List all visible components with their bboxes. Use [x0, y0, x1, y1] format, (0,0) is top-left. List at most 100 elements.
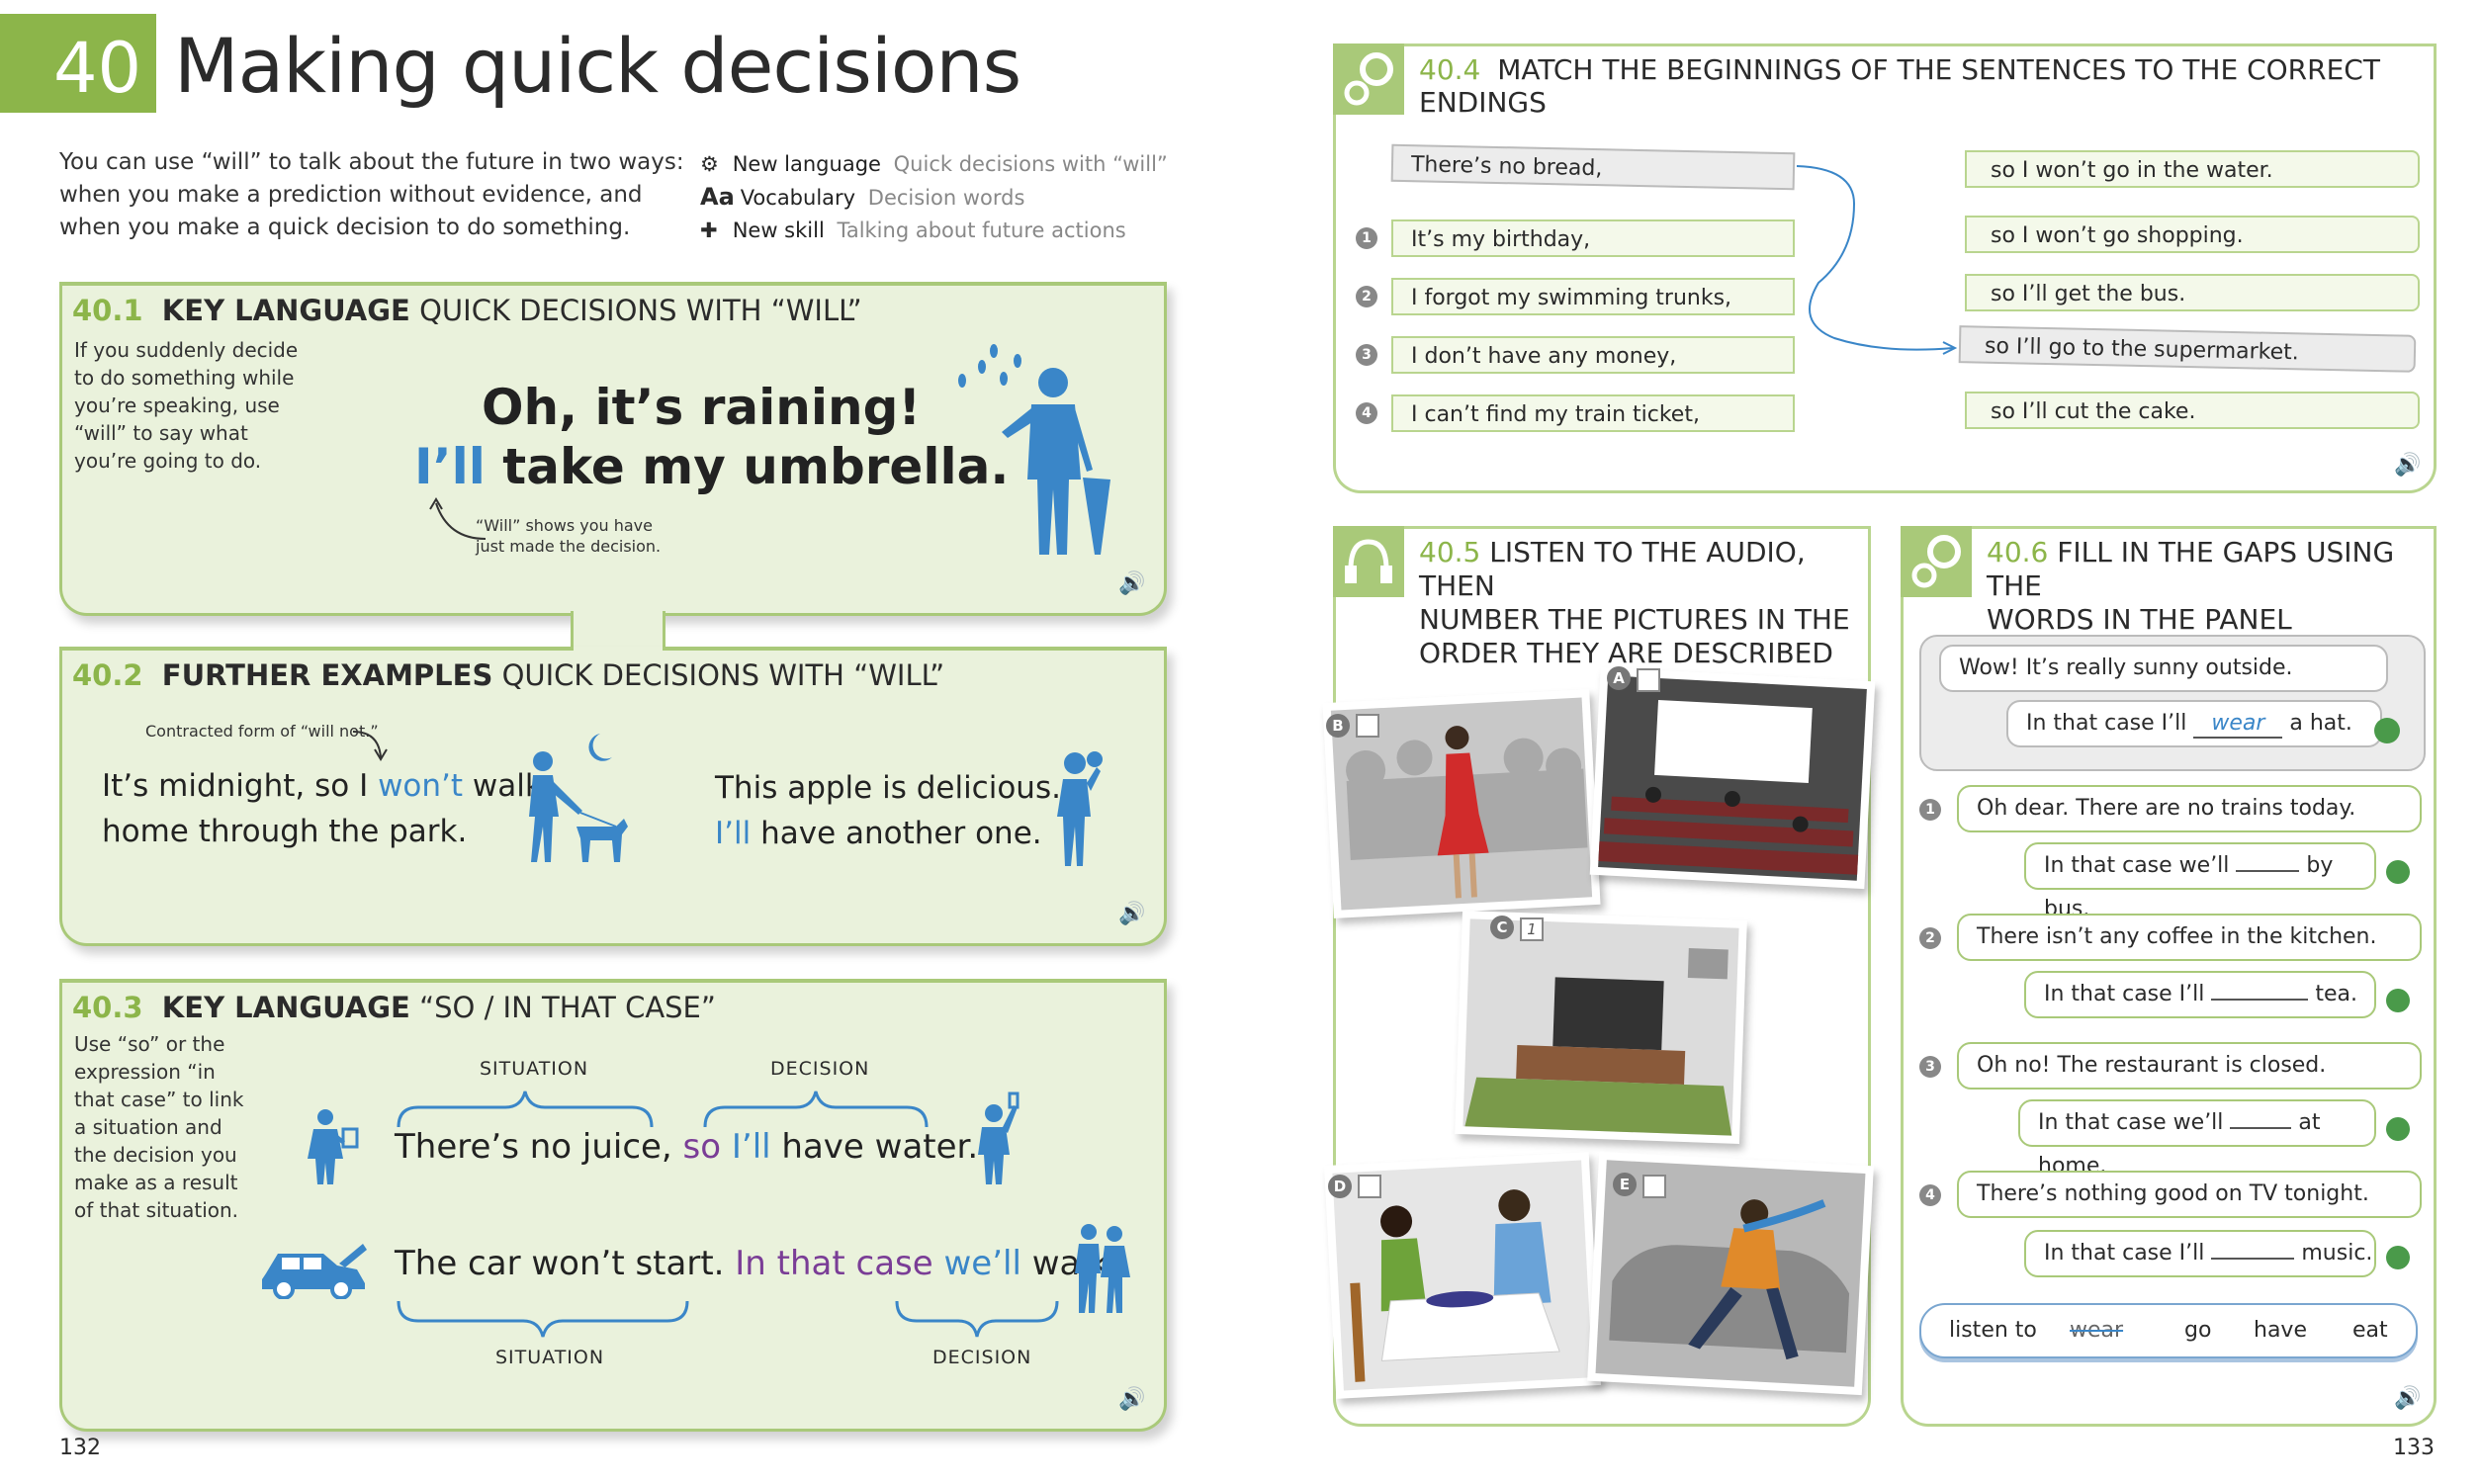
- label-decision-top: DECISION: [770, 1058, 870, 1080]
- broken-car-icon: [262, 1244, 367, 1299]
- label-situation-top: SITUATION: [480, 1058, 589, 1080]
- match-right-item[interactable]: so I’ll get the bus.: [1965, 274, 2420, 311]
- picture-label-c: C: [1490, 916, 1514, 939]
- note-arrow-icon: [429, 497, 487, 540]
- gap-blank[interactable]: [2230, 1127, 2292, 1129]
- match-left-item[interactable]: It’s my birthday,: [1391, 219, 1795, 257]
- two-people-walking-icon: [1075, 1224, 1130, 1313]
- speech-icon: [2386, 1117, 2410, 1141]
- cinema-picture: [1598, 675, 1867, 881]
- audio-icon[interactable]: 🔊: [1118, 1387, 1146, 1412]
- label-decision-bottom: DECISION: [932, 1347, 1032, 1368]
- objective-new-skill: ✚ New skill Talking about future actions: [700, 215, 1168, 247]
- picture-e: [1587, 1151, 1874, 1396]
- panel-40-1-explanation: If you suddenly decide to do something w…: [74, 338, 299, 473]
- item-number: 3: [1919, 1056, 1941, 1078]
- panel-connector: [571, 611, 665, 651]
- word-option[interactable]: listen to: [1949, 1318, 2037, 1343]
- item-number: 1: [1356, 227, 1377, 249]
- brace-bottom-decision: [895, 1300, 1059, 1338]
- answer-box-e[interactable]: [1642, 1175, 1666, 1198]
- gap-blank[interactable]: [2211, 1258, 2295, 1260]
- match-right-item[interactable]: so I’ll cut the cake.: [1965, 392, 2420, 429]
- brace-top-decision: [703, 1091, 929, 1128]
- will-note: “Will” shows you have just made the deci…: [476, 516, 662, 556]
- example-midnight: It’s midnight, so I won’t walk home thro…: [102, 768, 543, 849]
- page-number-right: 133: [2393, 1436, 2435, 1460]
- picture-label-e: E: [1613, 1173, 1637, 1196]
- objective-new-language: ⚙ New language Quick decisions with “wil…: [700, 148, 1168, 181]
- match-right-item[interactable]: so I won’t go shopping.: [1965, 216, 2420, 253]
- example-juice: There’s no juice, so I’ll have water.: [395, 1127, 979, 1167]
- match-connector-line: [1796, 165, 1958, 355]
- speech-icon: [2386, 989, 2410, 1012]
- panel-40-4-header: 40.4 MATCH THE BEGINNINGS OF THE SENTENC…: [1419, 53, 2380, 119]
- man-running-picture: [1595, 1160, 1866, 1387]
- panel-40-2: 40.2 FURTHER EXAMPLES QUICK DECISIONS WI…: [59, 647, 1167, 946]
- unit-intro: You can use “will” to talk about the fut…: [59, 149, 684, 240]
- label-situation-bottom: SITUATION: [495, 1347, 605, 1368]
- gap-answer-2: In that case I’ll tea.: [2024, 971, 2376, 1018]
- gap-question-4: There’s nothing good on TV tonight.: [1957, 1171, 2422, 1218]
- gear-icon: [1901, 526, 1972, 597]
- match-left-item[interactable]: I forgot my swimming trunks,: [1391, 278, 1795, 315]
- speech-icon: [2386, 1246, 2410, 1269]
- word-panel: listen to wear go have eat: [1919, 1303, 2418, 1358]
- match-right-example: so I’ll go to the supermarket.: [1958, 325, 2417, 373]
- gap-blank[interactable]: [2236, 870, 2300, 872]
- picture-label-b: B: [1326, 714, 1350, 738]
- speech-icon: [2386, 860, 2410, 884]
- gap-question-2: There isn’t any coffee in the kitchen.: [1957, 914, 2422, 961]
- person-drinking-icon: [978, 1091, 1019, 1184]
- panel-40-5-header: 40.5 LISTEN TO THE AUDIO, THEN NUMBER TH…: [1419, 536, 1850, 669]
- item-number: 4: [1356, 402, 1377, 424]
- item-number: 2: [1356, 286, 1377, 307]
- picture-label-d: D: [1328, 1175, 1352, 1198]
- answer-box-d[interactable]: [1358, 1175, 1381, 1198]
- gap-question-1: Oh dear. There are no trains today.: [1957, 785, 2422, 832]
- match-left-item[interactable]: I don’t have any money,: [1391, 336, 1795, 374]
- word-option[interactable]: have: [2254, 1318, 2307, 1343]
- gear-icon: [1333, 44, 1404, 115]
- audio-icon[interactable]: 🔊: [1118, 902, 1146, 926]
- picture-label-a: A: [1607, 666, 1631, 690]
- answer-box-a[interactable]: [1637, 668, 1660, 692]
- unit-number-tab: 40: [0, 14, 156, 113]
- audio-icon[interactable]: 🔊: [2394, 453, 2422, 478]
- unit-title: Making quick decisions: [174, 22, 1021, 110]
- unit-objectives: ⚙ New language Quick decisions with “wil…: [700, 148, 1168, 247]
- example-car: The car won’t start. In that case we’ll …: [395, 1244, 1120, 1283]
- audio-icon[interactable]: 🔊: [1118, 571, 1146, 596]
- picture-c: [1455, 911, 1747, 1144]
- unit-number: 40: [53, 28, 142, 109]
- word-option[interactable]: eat: [2352, 1318, 2388, 1343]
- picture-b: [1322, 689, 1601, 918]
- match-left-item[interactable]: I can’t find my train ticket,: [1391, 394, 1795, 432]
- gap-question-3: Oh no! The restaurant is closed.: [1957, 1042, 2422, 1090]
- match-right-item[interactable]: so I won’t go in the water.: [1965, 150, 2420, 188]
- panel-40-6-header: 40.6 FILL IN THE GAPS USING THE WORDS IN…: [1987, 536, 2395, 636]
- answer-box-b[interactable]: [1356, 714, 1379, 738]
- audio-icon[interactable]: 🔊: [2394, 1386, 2422, 1411]
- panel-40-1-header: 40.1 KEY LANGUAGE QUICK DECISIONS WITH “…: [72, 294, 862, 327]
- person-with-juice-icon: [308, 1109, 359, 1184]
- example-answer: In that case I’ll wear a hat.: [2006, 700, 2382, 747]
- panel-40-6: 40.6 FILL IN THE GAPS USING THE WORDS IN…: [1901, 526, 2437, 1427]
- item-number: 3: [1356, 344, 1377, 366]
- contracted-form-note: Contracted form of “will not.”: [145, 722, 379, 741]
- puzzle-icon: ✚: [700, 218, 718, 242]
- note-arrow-icon: [352, 731, 388, 761]
- gap-answer-1: In that case we’ll by bus.: [2024, 842, 2376, 921]
- panel-40-3-explanation: Use “so” or the expression “in that case…: [74, 1032, 244, 1222]
- panel-40-5: 40.5 LISTEN TO THE AUDIO, THEN NUMBER TH…: [1322, 526, 1876, 1427]
- man-eating-apple-icon: [1057, 751, 1103, 866]
- item-number: 4: [1919, 1184, 1941, 1206]
- picture-a: [1589, 666, 1876, 890]
- example-sentence-line1: Oh, it’s raining!: [482, 379, 922, 436]
- panel-40-4: 40.4 MATCH THE BEGINNINGS OF THE SENTENC…: [1333, 44, 2437, 493]
- gap-answer-3: In that case we’ll at home.: [2018, 1099, 2376, 1178]
- brace-top-situation: [397, 1091, 654, 1128]
- word-option[interactable]: go: [2184, 1318, 2212, 1343]
- item-number: 1: [1919, 799, 1941, 821]
- gap-blank[interactable]: [2211, 999, 2309, 1001]
